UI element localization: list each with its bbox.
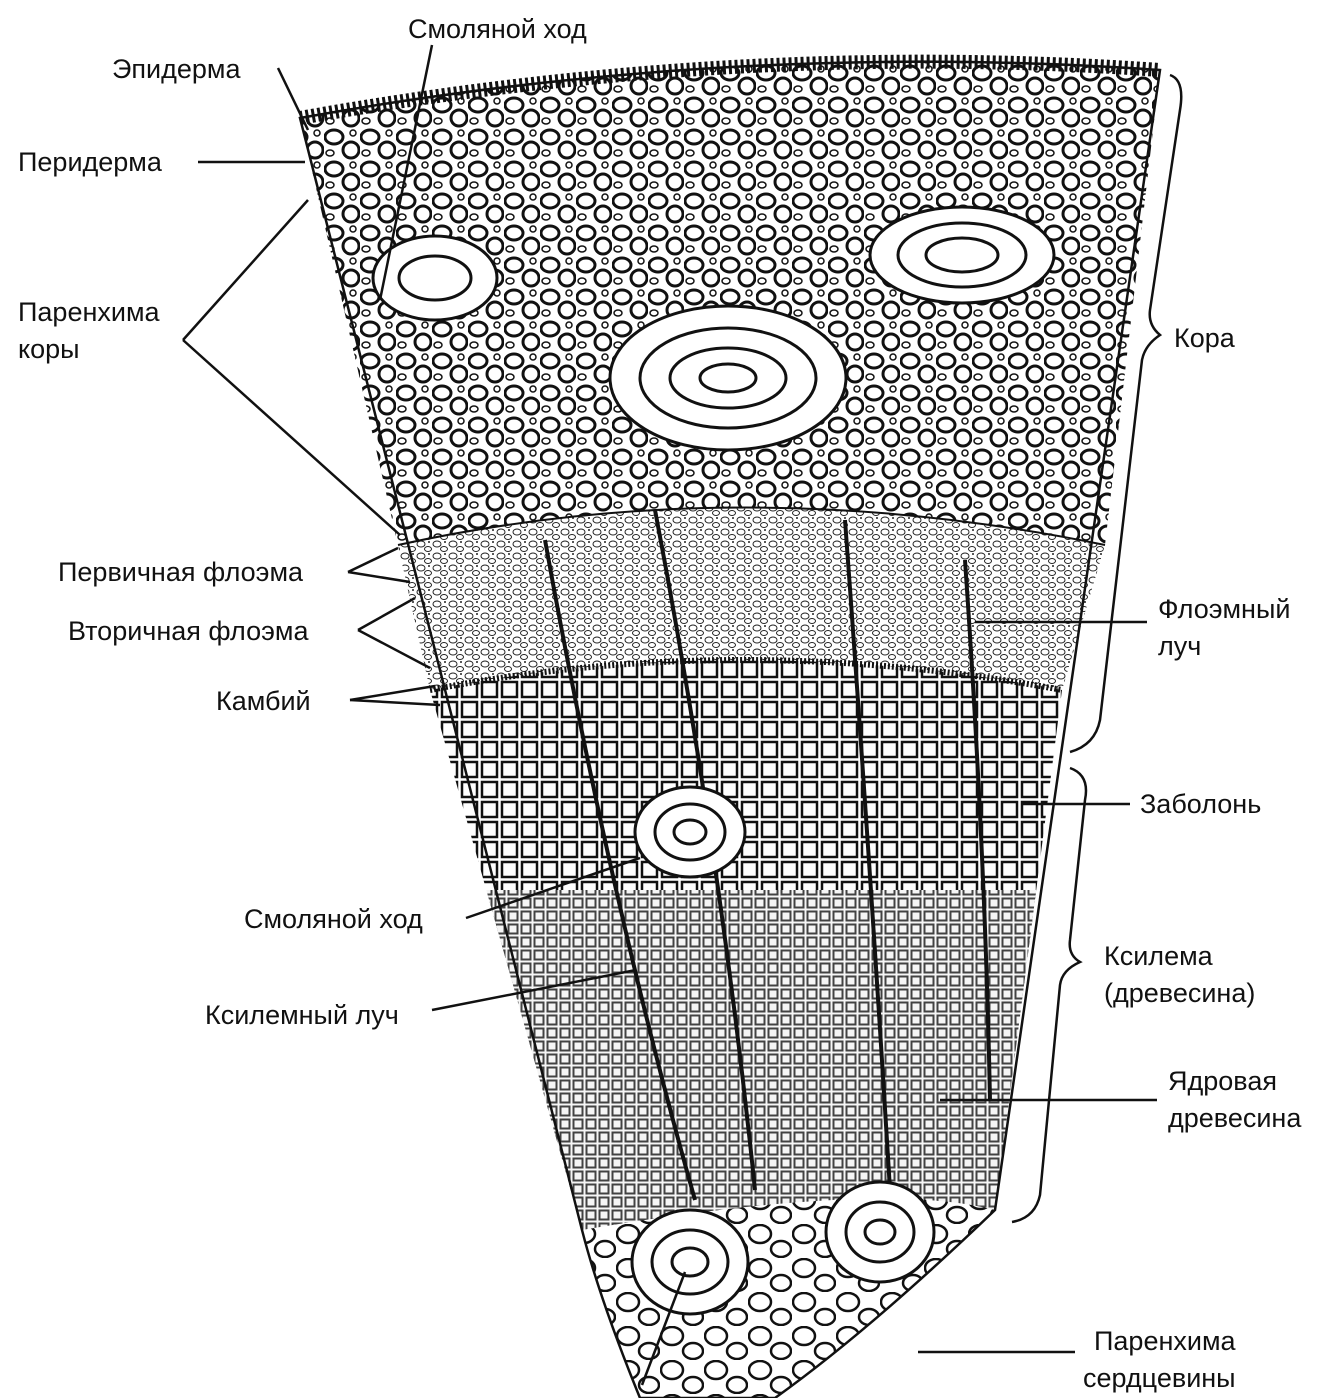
leader-cortex-parenchyma-a <box>183 200 308 340</box>
leader-secondary-phloem-a <box>358 598 415 630</box>
label-xylem-line1: Ксилема <box>1104 941 1214 971</box>
heartwood-shade <box>420 890 1080 1250</box>
label-xylem-line2: (древесина) <box>1104 978 1255 1008</box>
label-xylem-ray: Ксилемный луч <box>205 1000 399 1030</box>
resin-duct-cortex-2 <box>870 207 1054 303</box>
label-cortex-parenchyma-line1: Паренхима <box>18 297 161 327</box>
label-pith-parenchyma-line2: сердцевины <box>1083 1363 1236 1393</box>
leader-primary-phloem-b <box>348 572 410 582</box>
label-pith-parenchyma-line1: Паренхима <box>1094 1326 1237 1356</box>
resin-duct-xylem <box>635 787 745 877</box>
label-periderm: Перидерма <box>18 147 163 177</box>
label-resin-duct-lower: Смоляной ход <box>244 904 423 934</box>
leader-epidermis <box>278 68 308 130</box>
label-phloem-ray-line1: Флоэмный <box>1158 594 1290 624</box>
label-primary-phloem: Первичная флоэма <box>58 557 304 587</box>
leader-cambium-a <box>350 686 435 700</box>
label-cambium: Камбий <box>216 686 311 716</box>
label-heartwood-line2: древесина <box>1168 1103 1302 1133</box>
label-heartwood-line1: Ядровая <box>1168 1066 1277 1096</box>
label-resin-duct-top: Смоляной ход <box>408 14 587 44</box>
resin-duct-pith-2 <box>826 1182 934 1282</box>
resin-duct-pith-1 <box>632 1210 748 1314</box>
leader-cambium-b <box>350 700 440 705</box>
label-phloem-ray-line2: луч <box>1158 631 1201 661</box>
label-sapwood: Заболонь <box>1140 789 1261 819</box>
resin-duct-cortex-1 <box>610 306 846 450</box>
label-secondary-phloem: Вторичная флоэма <box>68 616 309 646</box>
label-cortex-parenchyma-line2: коры <box>18 334 80 364</box>
label-bark: Кора <box>1174 323 1236 353</box>
label-epidermis: Эпидерма <box>112 54 241 84</box>
leader-primary-phloem-a <box>348 548 398 572</box>
